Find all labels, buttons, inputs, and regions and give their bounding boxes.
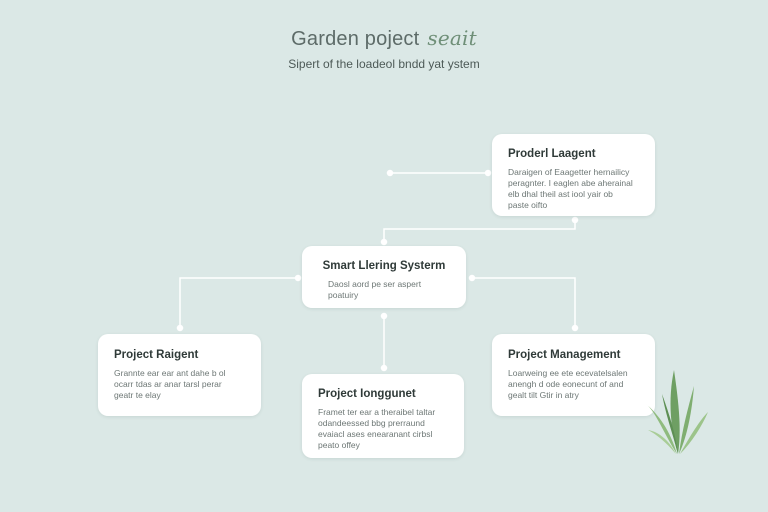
node-description: Grannte ear ear ant dahe b ol ocarr tdas… <box>114 368 226 400</box>
node-title: Smart Llering Systerm <box>322 260 446 272</box>
title-text: Garden poject <box>291 28 420 50</box>
diagram-title: Garden poject seait <box>0 26 768 51</box>
node-description: Loarweing ee ete ecevatelsalen anengh d … <box>508 368 628 400</box>
node-title: Project Ionggunet <box>318 388 416 400</box>
diagram-subtitle: Sipert of the loadeol bndd yat ystem <box>288 57 480 71</box>
node-right: Project Management Loarweing ee ete ecev… <box>492 334 655 416</box>
node-title: Project Management <box>508 349 621 361</box>
title-accent: seait <box>427 26 477 50</box>
node-title: Project Raigent <box>114 349 199 361</box>
node-title: Proderl Laagent <box>508 148 596 160</box>
connector-center-left <box>176 274 302 332</box>
node-top-right: Proderl Laagent Daraigen of Eaagetter he… <box>492 134 655 216</box>
connector-center-top-right <box>380 216 579 246</box>
leaf-plant-icon <box>646 370 708 454</box>
node-description: Daosl aord pe ser aspert poatuiry <box>328 279 422 300</box>
node-description: Daraigen of Eaagetter hernailicy peragnt… <box>508 167 633 210</box>
connector-center-right <box>468 274 579 332</box>
node-bottom: Project Ionggunet Framet ter ear a thera… <box>302 374 464 458</box>
node-description: Framet ter ear a theraibel taltar odande… <box>318 407 436 450</box>
node-left: Project Raigent Grannte ear ear ant dahe… <box>98 334 261 416</box>
node-center: Smart Llering Systerm Daosl aord pe ser … <box>302 246 466 308</box>
